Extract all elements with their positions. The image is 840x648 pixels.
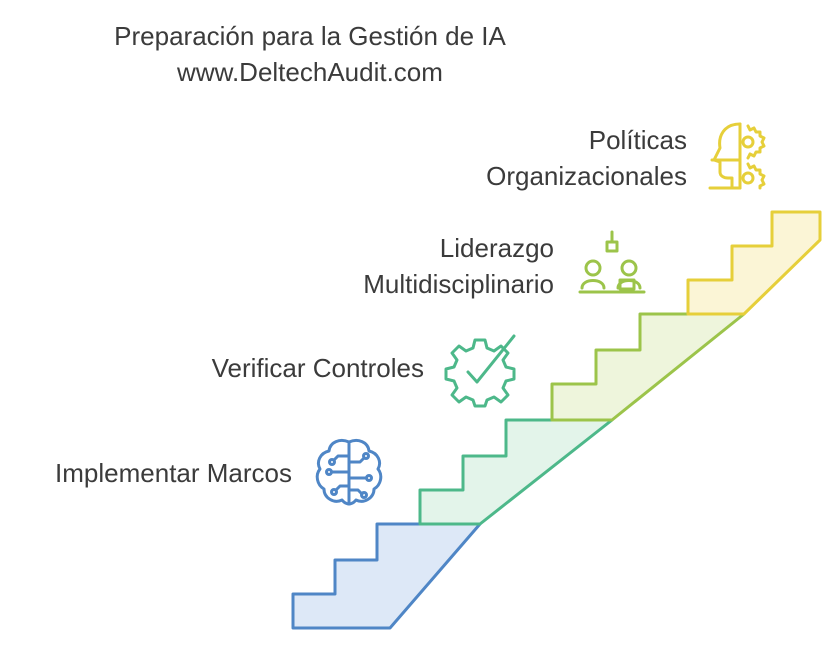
diagram-title: Preparación para la Gestión de IA	[114, 21, 506, 51]
header: Preparación para la Gestión de IA www.De…	[60, 18, 560, 90]
step-3-label-line1: Liderazgo	[439, 233, 554, 263]
diagram-subtitle: www.DeltechAudit.com	[177, 57, 443, 87]
team-leadership-icon	[578, 230, 646, 294]
step-3-label: Liderazgo Multidisciplinario	[363, 230, 554, 302]
stair-segment-1	[291, 522, 482, 630]
step-4-label-line1: Políticas	[588, 125, 687, 155]
head-gears-icon	[708, 122, 766, 190]
step-4-label-line2: Organizacionales	[486, 161, 687, 191]
step-4-label: Políticas Organizacionales	[486, 122, 687, 194]
step-1-label: Implementar Marcos	[55, 455, 292, 491]
gear-check-icon	[444, 334, 516, 408]
step-2-label: Verificar Controles	[212, 350, 424, 386]
brain-circuit-icon	[315, 438, 383, 506]
step-1-label-text: Implementar Marcos	[55, 458, 292, 488]
stair-segment-3	[550, 312, 746, 422]
step-2-label-text: Verificar Controles	[211, 353, 424, 383]
step-3-label-line2: Multidisciplinario	[363, 269, 554, 299]
stair-segment-2	[418, 418, 614, 526]
stair-segment-4	[686, 210, 822, 316]
